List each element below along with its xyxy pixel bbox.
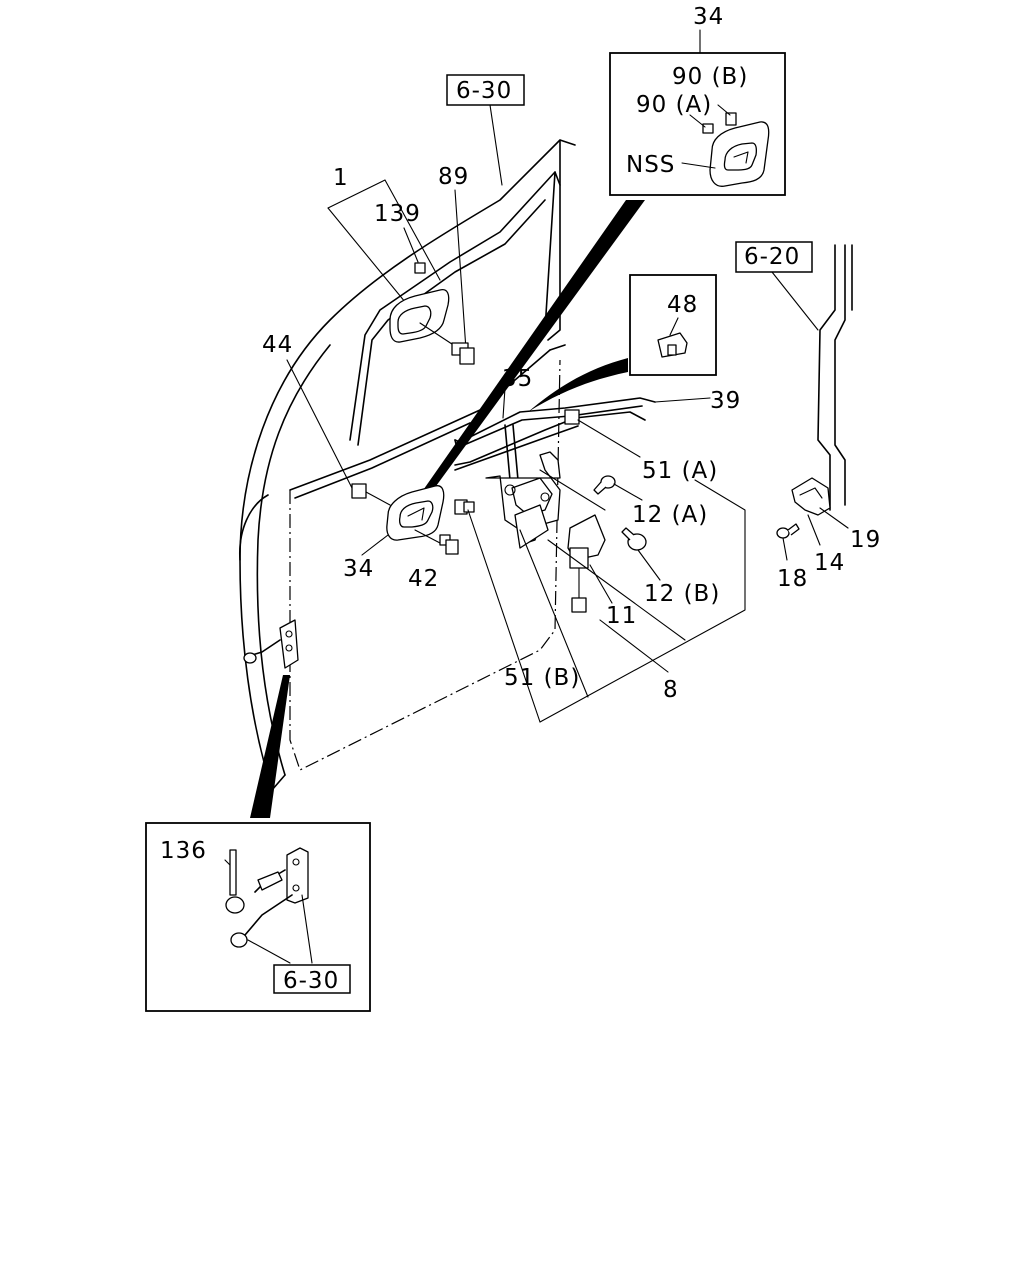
callout-44: 44 — [262, 332, 293, 358]
callout-nss: NSS — [626, 152, 675, 178]
inset-pointer-wedge — [412, 200, 645, 508]
lock-rods — [454, 387, 711, 491]
callout-89: 89 — [438, 164, 469, 190]
callout-labels: 34 90 (B) 90 (A) NSS 6-30 1 139 89 6-20 … — [160, 4, 881, 994]
callout-35: 35 — [502, 366, 533, 392]
callout-39: 39 — [710, 388, 741, 414]
ref-6-30-top-label: 6-30 — [456, 78, 512, 104]
ref-6-20-label: 6-20 — [744, 244, 800, 270]
inside-handle — [286, 359, 459, 556]
callout-8: 8 — [663, 677, 679, 703]
callout-90a: 90 (A) — [636, 92, 712, 118]
callout-51a: 51 (A) — [642, 458, 718, 484]
inset-handle-box — [609, 29, 786, 196]
ref-6-30-bottom-label: 6-30 — [283, 968, 339, 994]
callout-11: 11 — [606, 603, 637, 629]
callout-12a: 12 (A) — [632, 502, 708, 528]
inset-clip-box — [629, 274, 717, 376]
callout-12b: 12 (B) — [644, 581, 720, 607]
outside-handle-group — [327, 179, 475, 365]
callout-34-main: 34 — [343, 556, 374, 582]
body-pillar — [735, 241, 853, 511]
callout-48: 48 — [667, 292, 698, 318]
callout-1: 1 — [333, 165, 349, 191]
ground-strap — [243, 619, 299, 669]
callout-14: 14 — [814, 550, 845, 576]
callout-19: 19 — [850, 527, 881, 553]
ref-6-30-top — [446, 74, 525, 186]
door-striker — [776, 477, 849, 561]
callout-18: 18 — [777, 566, 808, 592]
screws — [593, 475, 661, 581]
callout-42: 42 — [408, 566, 439, 592]
lock-actuator — [567, 514, 613, 613]
strap-pointer-wedge — [250, 675, 290, 818]
callout-leaders — [467, 479, 746, 723]
callout-90b: 90 (B) — [672, 64, 748, 90]
inset-strap-box — [145, 822, 371, 1012]
callout-51b: 51 (B) — [504, 665, 580, 691]
callout-34-inset: 34 — [693, 4, 724, 30]
callout-139: 139 — [374, 201, 421, 227]
callout-136: 136 — [160, 838, 207, 864]
clip-pointer-wedge — [528, 358, 628, 412]
